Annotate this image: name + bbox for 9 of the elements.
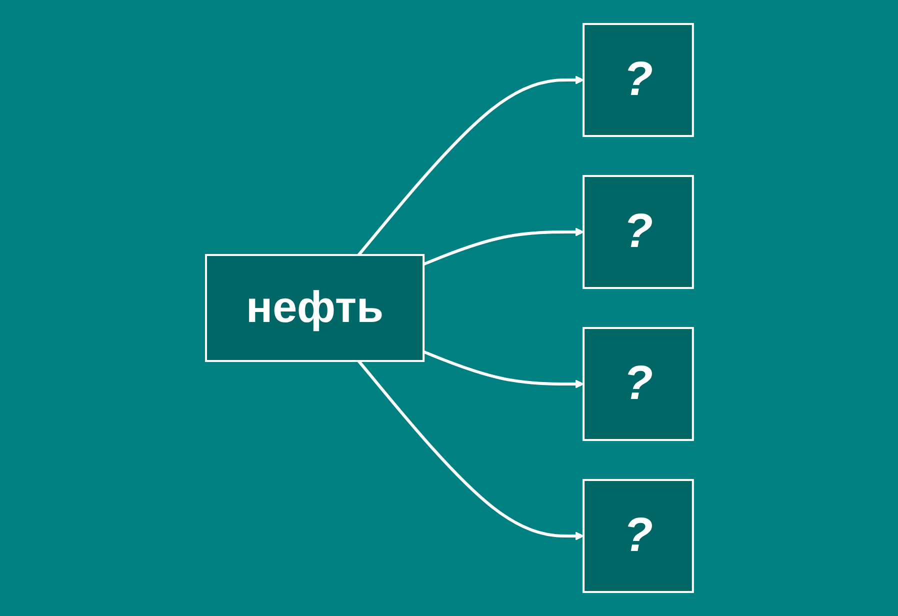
node-box: ?: [582, 175, 694, 289]
node-box: ?: [582, 479, 694, 593]
arrow: [357, 76, 584, 256]
node-box: ?: [582, 23, 694, 137]
arrow: [357, 360, 584, 540]
node-box: ?: [582, 327, 694, 441]
arrow: [422, 350, 584, 388]
node-box: нефть: [204, 254, 424, 362]
arrow: [422, 228, 584, 266]
